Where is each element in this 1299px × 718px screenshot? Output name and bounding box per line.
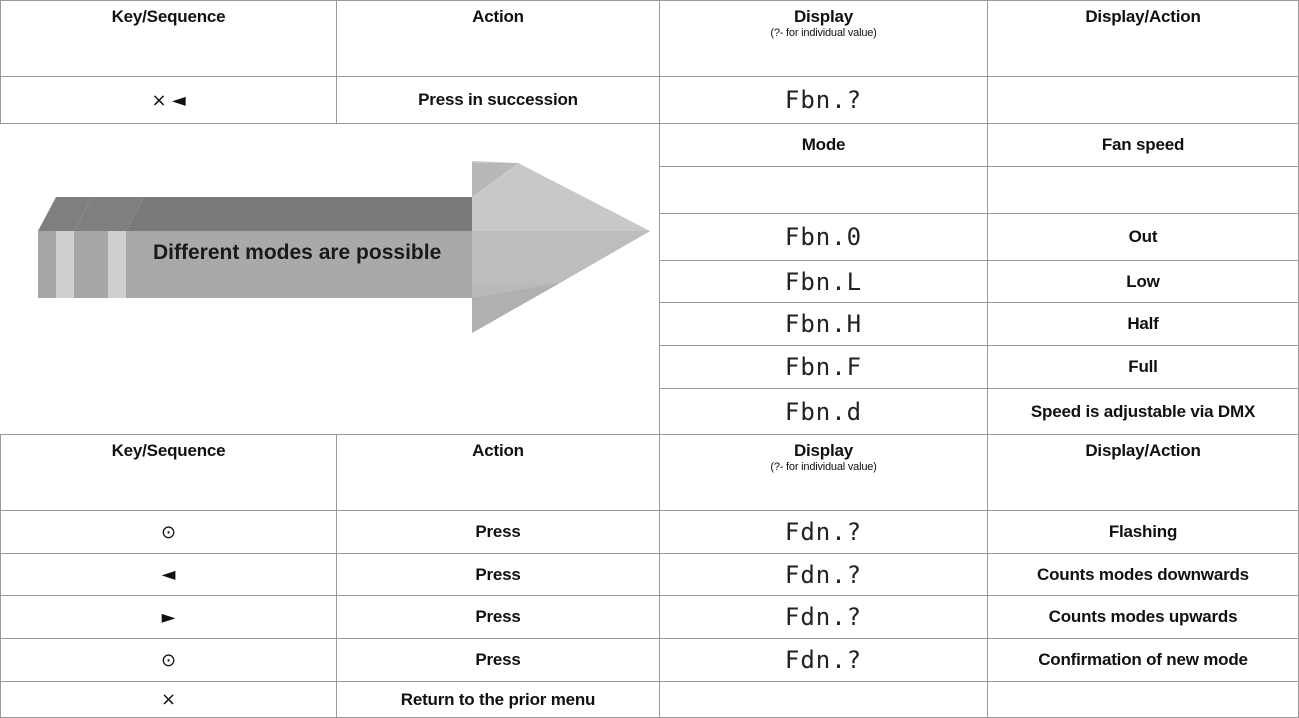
t1-header-key-sequence: Key/Sequence (0, 0, 337, 77)
fan-speed-row: Full (987, 345, 1299, 389)
t2-row-display-action (987, 681, 1299, 718)
t2-row-display: Fdn.? (659, 595, 988, 639)
t2-row-display (659, 681, 988, 718)
t2-header-key-sequence: Key/Sequence (0, 434, 337, 511)
modes-empty-row-fan (987, 166, 1299, 214)
t1-header-display-action: Display/Action (987, 0, 1299, 77)
t2-row-key: ► (0, 595, 337, 639)
t2-row-display-action: Counts modes upwards (987, 595, 1299, 639)
fan-speed-row: Out (987, 213, 1299, 261)
mode-row: Fbn.0 (659, 213, 988, 261)
t2-row-key: ◄ (0, 553, 337, 596)
mode-row: Fbn.L (659, 260, 988, 303)
t2-row-key: × (0, 681, 337, 718)
t2-row-action: Return to the prior menu (336, 681, 660, 718)
modes-header-fan-speed: Fan speed (987, 123, 1299, 167)
mode-row: Fbn.F (659, 345, 988, 389)
t1-row1-action: Press in succession (336, 76, 660, 124)
t2-header-display: Display (?- for individual value) (659, 434, 988, 511)
t2-header-display-action: Display/Action (987, 434, 1299, 511)
t2-row-display: Fdn.? (659, 553, 988, 596)
t2-row-key: ⊙ (0, 510, 337, 554)
modes-empty-row-mode (659, 166, 988, 214)
t2-row-display-action: Confirmation of new mode (987, 638, 1299, 682)
fan-speed-row: Speed is adjustable via DMX (987, 388, 1299, 435)
arrow-icon (38, 161, 650, 333)
t2-row-display: Fdn.? (659, 510, 988, 554)
right-arrow-icon: ► (161, 606, 176, 628)
t2-header-action: Action (336, 434, 660, 511)
close-left-arrow-icons: × ◄ (151, 89, 186, 111)
t1-header-action: Action (336, 0, 660, 77)
t2-row-display-action: Flashing (987, 510, 1299, 554)
t2-row-action: Press (336, 595, 660, 639)
modes-arrow-graphic (0, 123, 658, 423)
t1-row1-keys: × ◄ (0, 76, 337, 124)
t2-row-display-action: Counts modes downwards (987, 553, 1299, 596)
left-arrow-icon: ◄ (161, 564, 176, 585)
mode-row: Fbn.d (659, 388, 988, 435)
t1-row1-display: Fbn.? (659, 76, 988, 124)
close-icon: × (161, 689, 176, 710)
mode-row: Fbn.H (659, 302, 988, 346)
fan-speed-row: Half (987, 302, 1299, 346)
t1-row1-display-action (987, 76, 1299, 124)
enter-icon: ⊙ (161, 521, 176, 543)
enter-icon: ⊙ (161, 649, 176, 671)
t2-row-action: Press (336, 510, 660, 554)
t2-row-display: Fdn.? (659, 638, 988, 682)
display-note: (?- for individual value) (770, 461, 877, 473)
t2-row-action: Press (336, 638, 660, 682)
modes-header-mode: Mode (659, 123, 988, 167)
t2-row-action: Press (336, 553, 660, 596)
t1-header-display: Display (?- for individual value) (659, 0, 988, 77)
fan-speed-row: Low (987, 260, 1299, 303)
display-note: (?- for individual value) (770, 27, 877, 39)
t2-row-key: ⊙ (0, 638, 337, 682)
arrow-caption: Different modes are possible (153, 241, 442, 264)
